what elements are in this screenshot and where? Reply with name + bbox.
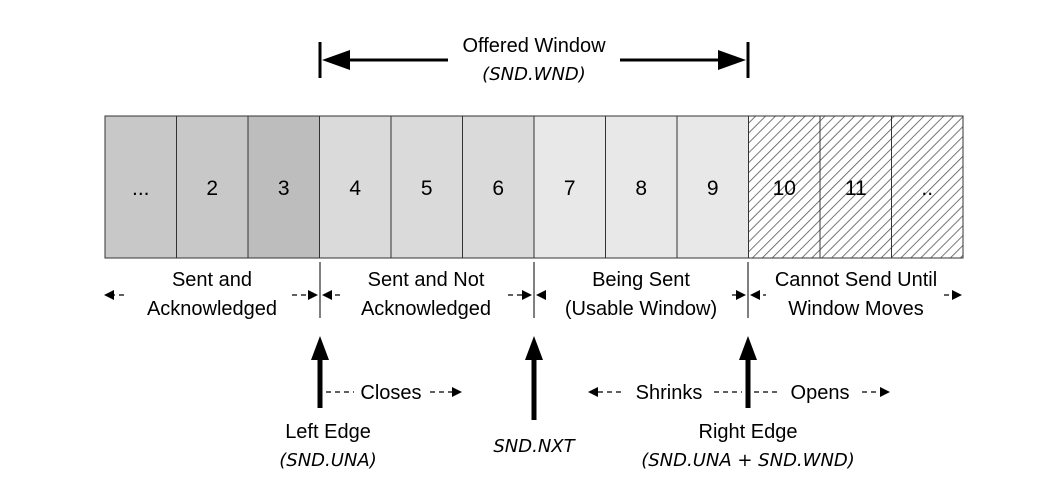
opens-arrow: [754, 387, 890, 397]
sequence-cell-box: [748, 115, 821, 259]
sequence-cell-label: 9: [707, 177, 719, 200]
right-edge-subtitle: (SND.UNA + SND.WND): [641, 450, 855, 471]
region-sent-not-acked-line2: Acknowledged: [361, 298, 491, 320]
sequence-cell-box: [533, 115, 606, 259]
offered-window-title: Offered Window: [462, 35, 606, 57]
right-edge-title: Right Edge: [699, 421, 798, 443]
region-sent-acked-line1: Sent and: [172, 269, 252, 291]
sequence-cell-box: [676, 115, 749, 259]
sequence-cell-label: 3: [278, 177, 290, 200]
sequence-cell-box: [605, 115, 678, 259]
region-cannot-send-line1: Cannot Send Until: [775, 269, 937, 291]
left-edge-pointer-arrow: [311, 336, 329, 408]
sequence-cell-box: [104, 115, 177, 259]
offered-window-subtitle: (SND.WND): [482, 64, 586, 85]
closes-label: Closes: [360, 382, 421, 404]
sequence-cell: 3: [247, 115, 320, 259]
region-being-sent-line1: Being Sent: [592, 269, 690, 291]
snd-nxt-pointer-arrow: [525, 336, 543, 420]
sequence-cell-label: 5: [421, 177, 433, 200]
sequence-cell-label: ..: [921, 177, 933, 200]
region-arrowheads: [104, 290, 962, 300]
opens-label: Opens: [791, 382, 850, 404]
sequence-cell-label: ...: [132, 177, 150, 200]
sequence-cell: 5: [390, 115, 463, 259]
region-cannot-send-line2: Window Moves: [788, 298, 924, 320]
region-sent-not-acked-line1: Sent and Not: [368, 269, 485, 291]
sequence-cell-box: [819, 115, 892, 259]
sequence-cell: 10: [748, 115, 821, 259]
sequence-cell-box: [891, 115, 964, 259]
left-edge-title: Left Edge: [285, 421, 371, 443]
sequence-cell: 9: [676, 115, 749, 259]
sequence-cells: ... 2 3 4 5 6 7 8 9 10 11..: [104, 115, 964, 259]
left-edge-subtitle: (SND.UNA): [279, 450, 376, 471]
offered-window-bracket: [318, 42, 750, 78]
sequence-cell: 7: [533, 115, 606, 259]
region-sent-acked-line2: Acknowledged: [147, 298, 277, 320]
right-edge-pointer-arrow: [739, 336, 757, 408]
sequence-cell-label: 10: [773, 177, 796, 200]
sequence-cell-label: 4: [349, 177, 361, 200]
sequence-cell-label: 7: [564, 177, 576, 200]
shrinks-label: Shrinks: [636, 382, 703, 404]
snd-nxt-label: SND.NXT: [493, 436, 576, 457]
closes-arrow: [326, 387, 462, 397]
sequence-cell: ...: [104, 115, 177, 259]
sequence-cell-label: 6: [492, 177, 504, 200]
sequence-cell: ..: [891, 115, 964, 259]
sequence-cell: 11: [819, 115, 892, 259]
shrinks-arrow: [588, 387, 742, 397]
sequence-cell: 8: [605, 115, 678, 259]
region-dividers: [319, 262, 749, 318]
region-being-sent-line2: (Usable Window): [565, 298, 717, 320]
sequence-cell-box: [390, 115, 463, 259]
sequence-cell-box: [462, 115, 535, 259]
sequence-cell: 6: [462, 115, 535, 259]
sequence-cell-label: 8: [635, 177, 647, 200]
sequence-cell: 4: [319, 115, 392, 259]
sequence-cell-label: 2: [206, 177, 218, 200]
sequence-cell-box: [319, 115, 392, 259]
sequence-cell-label: 11: [845, 177, 867, 200]
sequence-cell: 2: [176, 115, 249, 259]
